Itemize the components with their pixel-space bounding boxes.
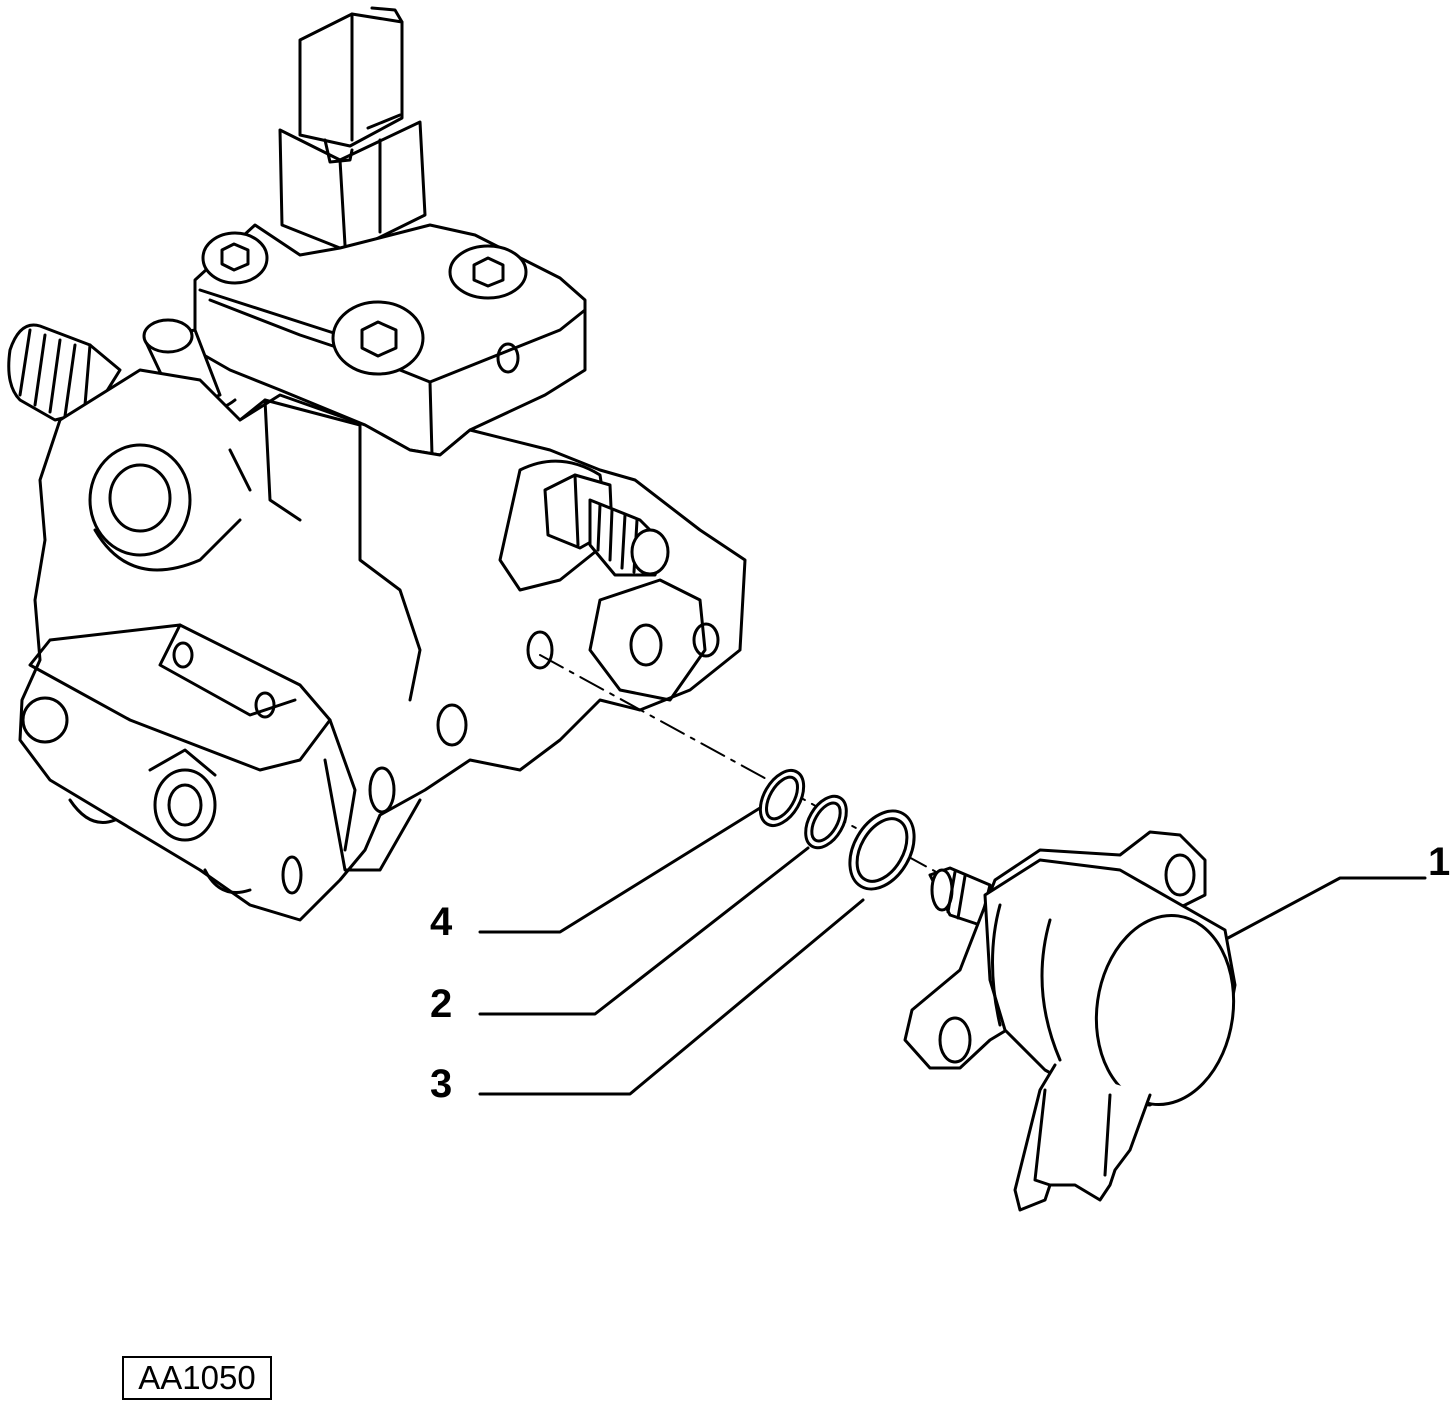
- fuel-pump-icon: [7, 6, 747, 922]
- leader-line-2: [478, 846, 810, 1016]
- callout-2: 2: [430, 982, 453, 1026]
- pressure-regulator-valve-icon: [903, 830, 1237, 1212]
- seal-ring-4-icon: [758, 769, 806, 827]
- callout-4: 4: [430, 900, 453, 944]
- leader-line-4: [478, 806, 762, 934]
- stud-icon: [142, 318, 237, 412]
- seal-ring-2-icon: [804, 794, 848, 850]
- assembly-axis-line: [539, 654, 961, 886]
- bolt-icon: [201, 231, 269, 285]
- leader-lines: [478, 806, 1427, 1096]
- leader-line-3: [478, 898, 865, 1096]
- reference-code-box: AA1050: [122, 1356, 272, 1400]
- pump-connector-icon: [278, 6, 427, 254]
- leader-line-1: [1226, 876, 1427, 940]
- seal-ring-3-icon: [848, 809, 916, 891]
- bolt-icon: [331, 300, 425, 376]
- outlet-union-icon: [543, 473, 670, 577]
- callout-3: 3: [430, 1062, 453, 1106]
- bolt-icon: [448, 244, 528, 300]
- callout-1: 1: [1428, 840, 1451, 884]
